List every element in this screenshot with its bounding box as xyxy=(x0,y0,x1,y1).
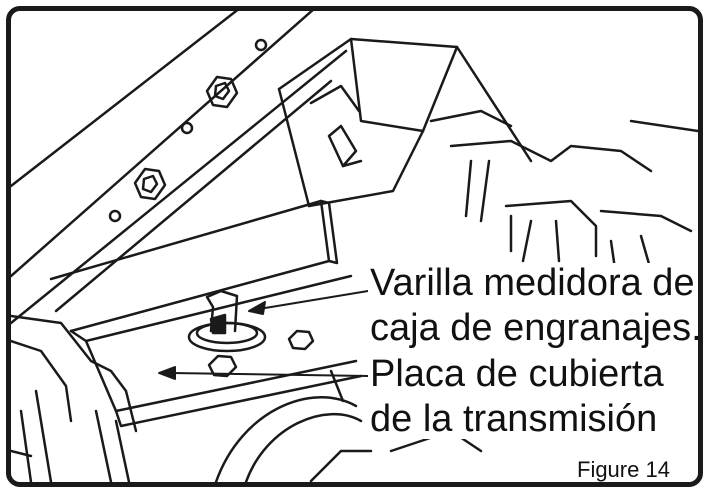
dipstick-label-line2: caja de engranajes. xyxy=(368,308,698,348)
dipstick-label-line1: Varilla medidora de xyxy=(368,263,698,303)
cover-arrow-head xyxy=(158,366,176,380)
leader-arrows xyxy=(158,290,369,380)
right-gears xyxy=(429,109,698,278)
dipstick-arrow-head xyxy=(248,301,266,315)
transmission-cover-plate xyxy=(49,199,363,428)
gearbox-dipstick-icon xyxy=(187,289,267,353)
plate-hex-nuts xyxy=(207,329,315,378)
cover-plate-label-line1: Placa de cubierta xyxy=(368,354,668,394)
cover-leader-line xyxy=(170,372,369,377)
upper-housing xyxy=(277,37,533,208)
frame-rail xyxy=(11,11,348,325)
left-foreground xyxy=(11,314,138,482)
rail-bolt-holes xyxy=(108,38,268,223)
dipstick-leader-line xyxy=(258,290,369,310)
illustration-frame: Varilla medidora de caja de engranajes. … xyxy=(6,6,703,487)
mower-transmission-illustration xyxy=(11,11,698,482)
cover-plate-label-line2: de la transmisión xyxy=(368,399,662,439)
rail-hex-nuts xyxy=(133,75,239,201)
figure-caption: Figure 14 xyxy=(577,457,670,482)
